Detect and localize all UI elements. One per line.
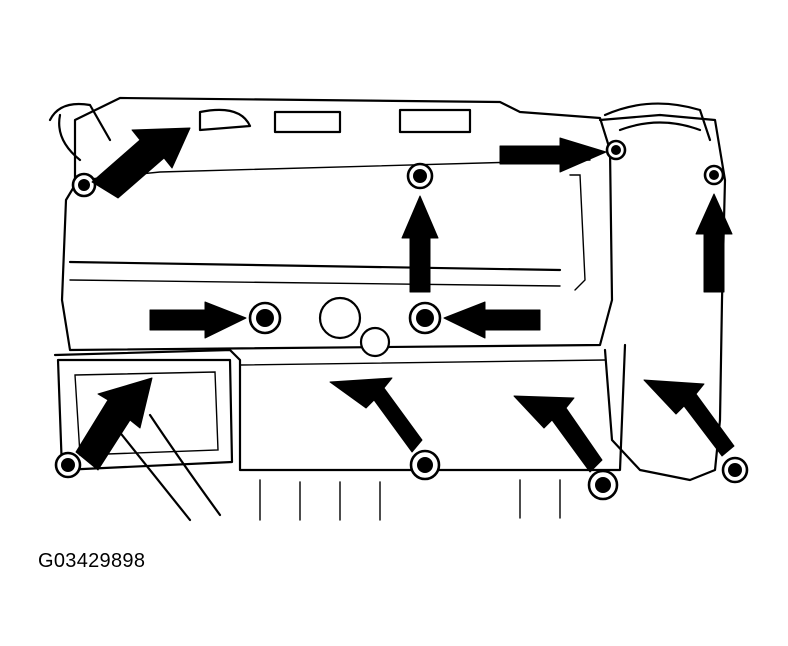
pointer-arrow-icon — [499, 137, 607, 173]
bolt-icon — [54, 451, 82, 479]
cover-horizontal-rib — [68, 260, 562, 272]
bolt-icon — [406, 162, 434, 190]
valve-cover-diagram — [48, 96, 749, 522]
right-panel-inner — [569, 174, 586, 291]
pointer-arrow-icon — [75, 377, 153, 471]
pointer-arrow-icon — [443, 301, 541, 339]
figure-code: G03429898 — [38, 550, 146, 572]
top-slot-1 — [198, 108, 252, 132]
right-panel — [598, 113, 727, 482]
bolt-icon — [587, 469, 619, 501]
lower-rib — [239, 359, 606, 366]
bolt-icon — [409, 449, 441, 481]
bolt-icon — [408, 301, 442, 335]
bolt-icon — [71, 172, 97, 198]
bolt-icon — [248, 301, 282, 335]
bottom-fixtures — [259, 479, 561, 521]
pointer-arrow-icon — [91, 127, 191, 199]
top-left-hose — [48, 102, 112, 162]
pointer-arrow-icon — [695, 193, 733, 293]
pointer-arrow-icon — [149, 301, 247, 339]
pointer-arrow-icon — [513, 395, 603, 473]
lower-housing — [53, 343, 627, 472]
center-port-left — [318, 296, 362, 340]
lower-left-box — [56, 358, 234, 472]
valve-cover-line-art — [48, 96, 749, 522]
pointer-arrow-icon — [329, 377, 423, 453]
lower-housing-inner — [74, 371, 219, 456]
bolt-icon — [703, 164, 725, 186]
top-slot-3 — [398, 108, 472, 134]
top-right-pipe — [603, 102, 712, 142]
lower-left-hose — [116, 413, 222, 522]
center-port-small — [359, 326, 391, 358]
pointer-arrow-icon — [643, 379, 735, 457]
pointer-arrow-icon — [401, 195, 439, 293]
bolt-icon — [721, 456, 749, 484]
cover-lower-rib — [69, 279, 561, 287]
top-slot-2 — [273, 110, 342, 134]
bolt-icon — [605, 139, 627, 161]
